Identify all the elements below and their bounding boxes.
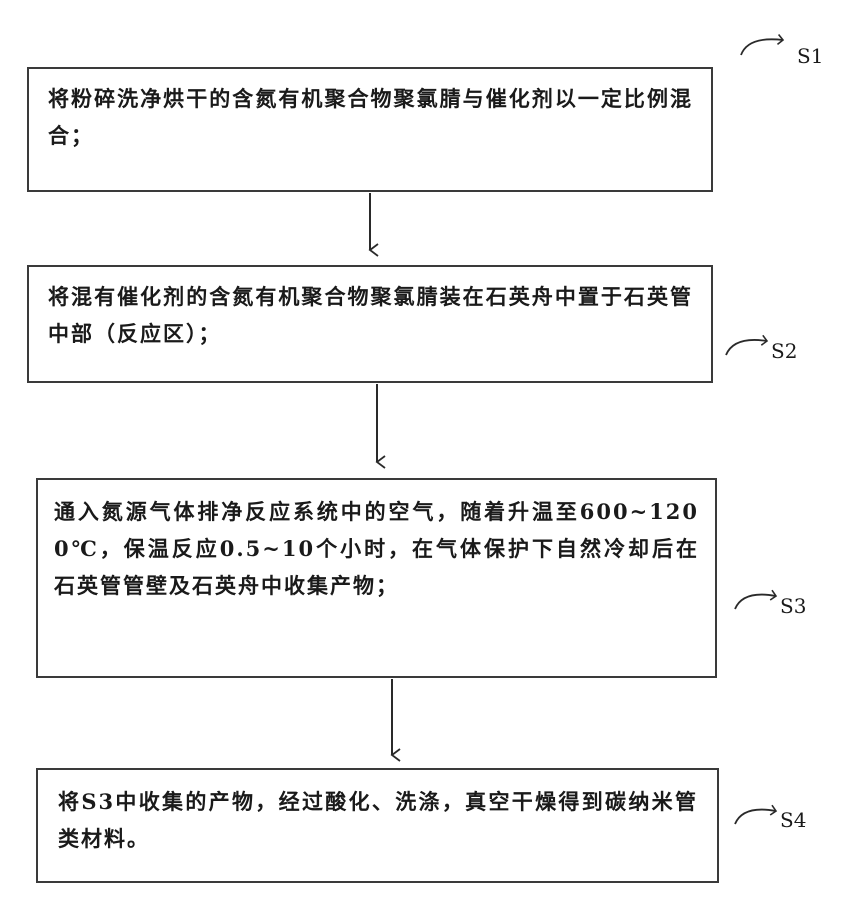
leader-arrow-s2: [726, 340, 767, 355]
leader-arrow-s4: [735, 810, 776, 824]
leader-arrow-s3: [735, 595, 776, 609]
leader-arrow-s1: [741, 39, 783, 55]
